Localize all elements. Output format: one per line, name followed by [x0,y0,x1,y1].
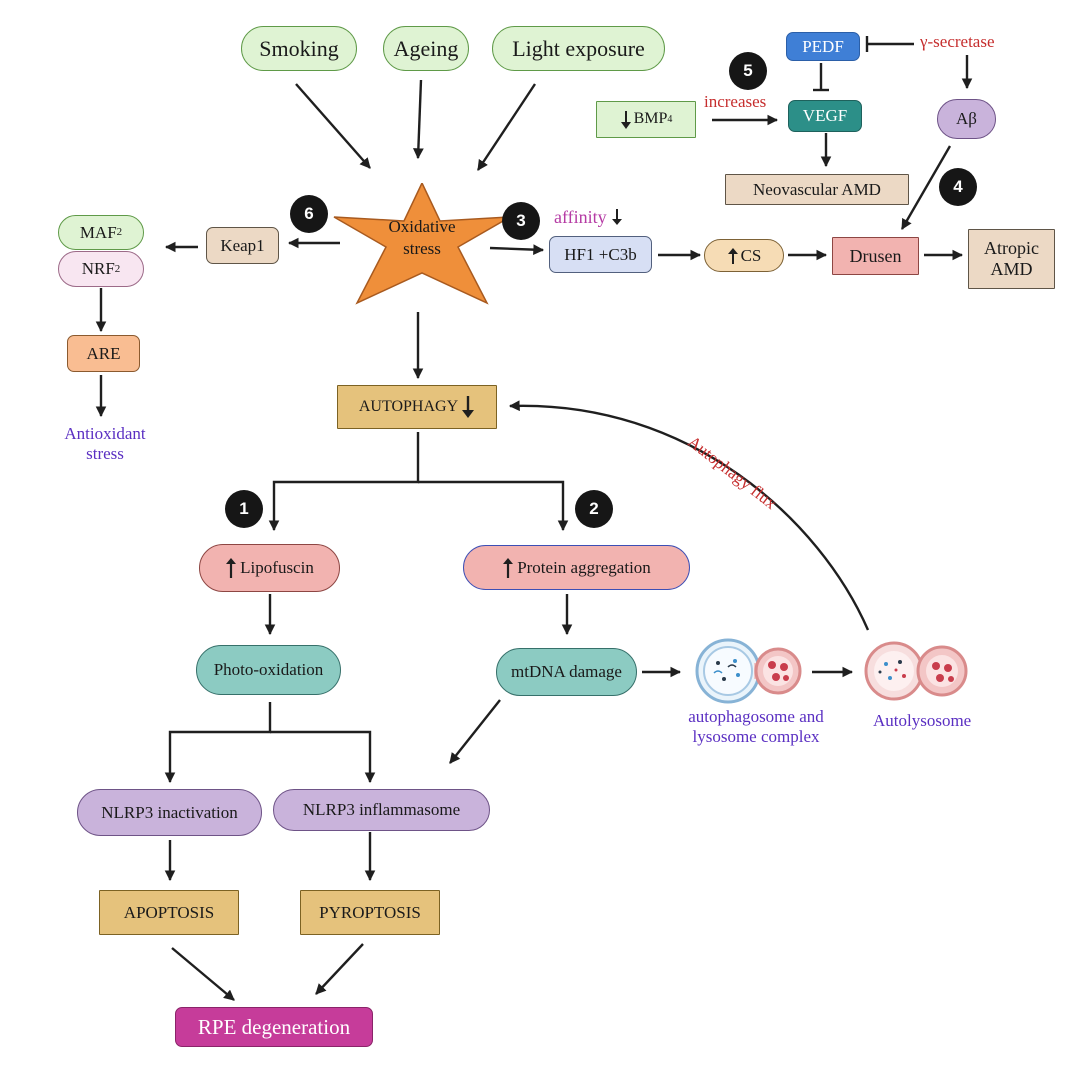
node-pedf: PEDF [786,32,860,61]
affinity-label: affinity [554,207,623,229]
node-abeta: Aβ [937,99,996,139]
node-keap1: Keap1 [206,227,279,264]
down-arrow-icon [462,396,475,418]
node-autophagy: AUTOPHAGY [337,385,497,429]
node-nlrp3-inflammasome: NLRP3 inflammasome [273,789,490,831]
antioxidant-line-1: Antioxidant [64,424,146,443]
gamma-secretase-label: γ-secretase [920,32,995,51]
node-ageing: Ageing [383,26,469,71]
badge-4: 4 [939,168,977,206]
affinity-text: affinity [554,207,607,227]
node-hf1-c3b: HF1 +C3b [549,236,652,273]
up-arrow-icon [226,558,237,578]
protein-aggregation-label: Protein aggregation [517,557,651,577]
nrf-label: NRF [81,259,115,279]
node-cs: CS [704,239,784,272]
oxidative-stress-line-2: stress [403,239,441,259]
node-neovascular-amd: Neovascular AMD [725,174,909,205]
autolysosome-icon [864,641,968,701]
node-are: ARE [67,335,140,372]
autolysosome-label: Autolysosome [873,711,972,730]
maf-label: MAF [79,222,117,242]
node-mtdna-damage: mtDNA damage [496,648,637,696]
badge-1: 1 [225,490,263,528]
arrow-pyroptosis-rpe [315,943,364,995]
autophagosome-line-1: autophagosome and [688,707,824,726]
lipofuscin-label: Lipofuscin [240,558,314,578]
node-nlrp3-inactivation: NLRP3 inactivation [77,789,262,836]
node-light-exposure: Light exposure [492,26,665,71]
arrow-mtdna-inflammasome [449,699,501,764]
autophagosome-complex-label: autophagosome and lysosome complex [676,707,836,748]
up-arrow-icon [727,247,738,264]
maf-subscript: 2 [116,226,123,239]
autophagy-label: AUTOPHAGY [358,397,459,415]
oxidative-stress-line-1: Oxidative [388,217,456,236]
autophagy-flux-curve [508,400,870,631]
increases-label: increases [704,92,767,111]
badge-3: 3 [502,202,540,240]
arrow-photo-nlrp3 [164,702,272,784]
arrow-smoking-oxidative [295,83,371,169]
node-apoptosis: APOPTOSIS [99,890,239,935]
antioxidant-line-2: stress [86,444,124,464]
node-lipofuscin: Lipofuscin [199,544,340,592]
nrf-subscript: 2 [114,262,121,275]
cs-label: CS [740,245,762,265]
autophagosome-lysosome-icon [695,638,802,704]
badge-6: 6 [290,195,328,233]
node-rpe-degeneration: RPE degeneration [175,1007,373,1047]
atropic-line-2: AMD [990,259,1033,279]
up-arrow-icon [503,557,514,578]
node-protein-aggregation: Protein aggregation [463,545,690,590]
node-atropic-amd: Atropic AMD [968,229,1055,289]
arrow-oxidative-hf1 [489,244,545,256]
atropic-line-1: Atropic [984,238,1039,259]
arrow-apoptosis-rpe [171,947,235,1001]
arrow-ageing-oxidative [412,79,424,160]
node-drusen: Drusen [832,237,919,275]
down-arrow-icon [620,110,631,129]
arrow-autophagy-split [268,432,420,532]
bmp-subscript: 4 [667,113,673,125]
arrow-abeta-drusen [900,145,952,230]
node-vegf: VEGF [788,100,862,132]
bmp-label: BMP [633,110,668,128]
node-oxidative-stress: Oxidative stress [352,216,492,260]
badge-2: 2 [575,490,613,528]
node-photo-oxidation: Photo-oxidation [196,645,341,695]
node-pyroptosis: PYROPTOSIS [300,890,440,935]
arrow-light-oxidative [476,83,537,171]
oxidative-stress-star [333,183,511,305]
down-arrow-icon [612,209,623,225]
antioxidant-stress-label: Antioxidant stress [40,424,170,465]
badge-5: 5 [729,52,767,90]
node-smoking: Smoking [241,26,357,71]
autophagosome-line-2: lysosome complex [692,727,820,747]
